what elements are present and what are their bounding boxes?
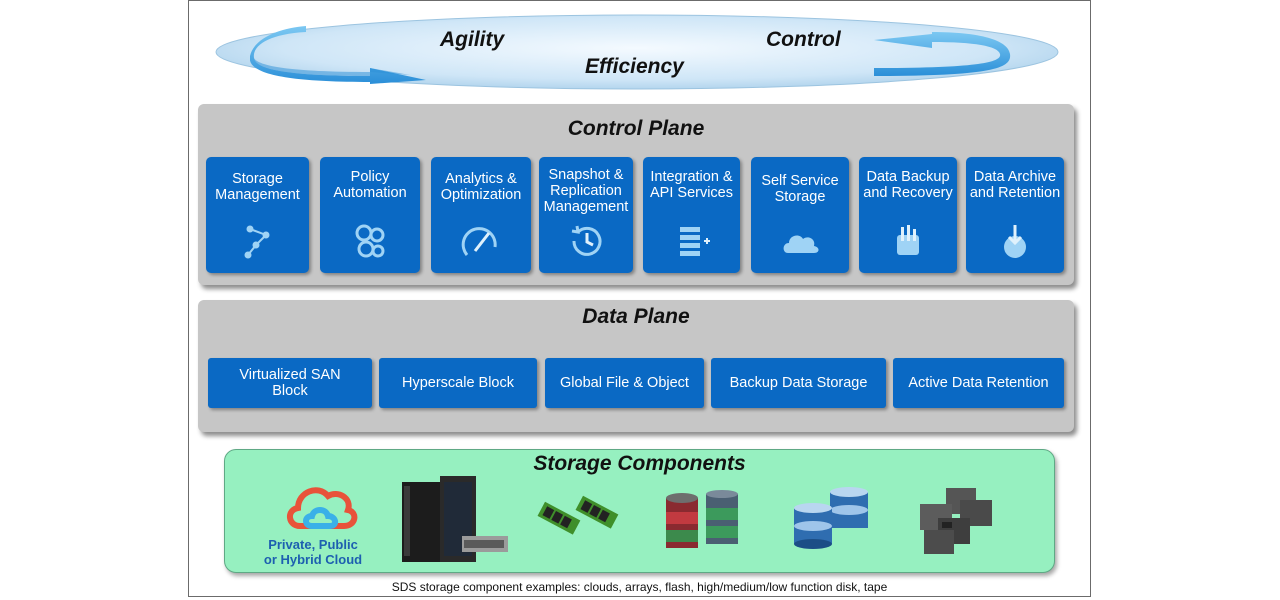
storage-components-panel — [224, 449, 1055, 573]
left-cycle-arrow-icon — [250, 26, 426, 84]
data-backup-recovery-label: Data Backup and Recovery — [863, 169, 953, 201]
snapshot-replication-box[interactable]: Snapshot & Replication Management — [539, 157, 633, 273]
workflow-icon — [244, 225, 269, 259]
clock-history-icon — [571, 225, 602, 256]
analytics-optimization-label: Analytics & Optimization — [440, 171, 522, 203]
multi-tier-disk-icon — [666, 490, 738, 548]
integration-api-box[interactable]: Integration & API Services — [643, 157, 740, 273]
banner-ring — [214, 12, 1060, 92]
storage-management-label: Storage Management — [215, 171, 300, 203]
active-data-retention-box[interactable]: Active Data Retention — [893, 358, 1064, 408]
policy-automation-box[interactable]: Policy Automation — [320, 157, 420, 273]
api-list-icon — [679, 227, 710, 256]
self-service-storage-label: Self Service Storage — [761, 173, 839, 205]
data-plane-title: Data Plane — [582, 305, 690, 328]
cloud-label: Private, Public or Hybrid Cloud — [263, 537, 363, 567]
control-label: Control — [766, 28, 841, 51]
efficiency-label: Efficiency — [585, 55, 684, 78]
self-service-storage-box[interactable]: Self Service Storage — [751, 157, 849, 273]
virtualized-san-block-box[interactable]: Virtualized SAN Block — [208, 358, 372, 408]
tape-drive-icon — [920, 488, 992, 554]
flash-memory-icon — [537, 495, 619, 535]
control-plane-title: Control Plane — [567, 117, 705, 140]
backup-data-storage-box[interactable]: Backup Data Storage — [711, 358, 886, 408]
policy-automation-label: Policy Automation — [333, 169, 407, 201]
data-archive-retention-box[interactable]: Data Archive and Retention — [966, 157, 1064, 273]
hybrid-cloud-icon — [287, 487, 358, 529]
data-backup-recovery-box[interactable]: Data Backup and Recovery — [859, 157, 957, 273]
analytics-optimization-box[interactable]: Analytics & Optimization — [431, 157, 531, 273]
agility-label: Agility — [440, 28, 505, 51]
right-cycle-arrow-icon — [874, 32, 1011, 76]
caption: SDS storage component examples: clouds, … — [391, 580, 888, 594]
snapshot-replication-label: Snapshot & Replication Management — [543, 167, 629, 215]
integration-api-label: Integration & API Services — [650, 169, 733, 201]
backup-icon — [897, 225, 919, 255]
disk-stack-icon — [794, 487, 868, 549]
storage-management-box[interactable]: Storage Management — [206, 157, 309, 273]
gears-icon — [355, 224, 385, 258]
hyperscale-block-box[interactable]: Hyperscale Block — [379, 358, 537, 408]
cloud-icon — [783, 235, 819, 253]
server-array-icon — [402, 476, 508, 562]
data-archive-retention-label: Data Archive and Retention — [969, 169, 1061, 201]
archive-icon — [1004, 225, 1026, 258]
gauge-icon — [461, 227, 497, 256]
storage-components-title: Storage Components — [533, 452, 746, 475]
global-file-object-box[interactable]: Global File & Object — [545, 358, 704, 408]
